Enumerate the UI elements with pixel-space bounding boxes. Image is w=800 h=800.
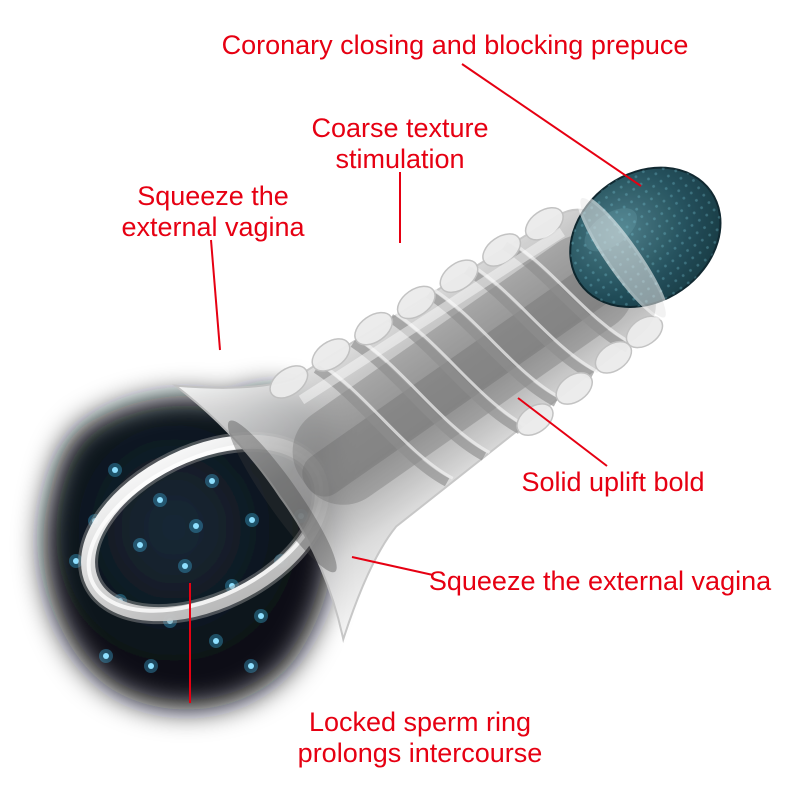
sleeve-body: [172, 166, 722, 644]
callout-line-coronary: [461, 63, 642, 187]
label-locked-sperm-ring: Locked sperm ring prolongs intercourse: [297, 707, 543, 768]
label-squeeze-external-left: Squeeze the external vagina: [121, 181, 305, 242]
callout-line-solid-uplift: [517, 397, 608, 467]
uplift-ribs: [516, 315, 664, 436]
label-coronary-closing: Coronary closing and blocking prepuce: [221, 30, 689, 60]
spiral-ribs: [313, 240, 635, 487]
callout-line-squeeze-left: [210, 239, 221, 351]
glow-dots: [69, 434, 308, 673]
label-squeeze-external-right: Squeeze the external vagina: [428, 566, 772, 596]
texture-bumps: [269, 206, 564, 399]
label-solid-uplift: Solid uplift bold: [521, 467, 705, 497]
glans-tip: [569, 166, 722, 308]
label-coarse-texture: Coarse texture stimulation: [311, 113, 489, 174]
callout-lines: [189, 63, 642, 703]
callout-line-squeeze-right: [351, 556, 434, 576]
sleeve-edge: [577, 195, 669, 321]
